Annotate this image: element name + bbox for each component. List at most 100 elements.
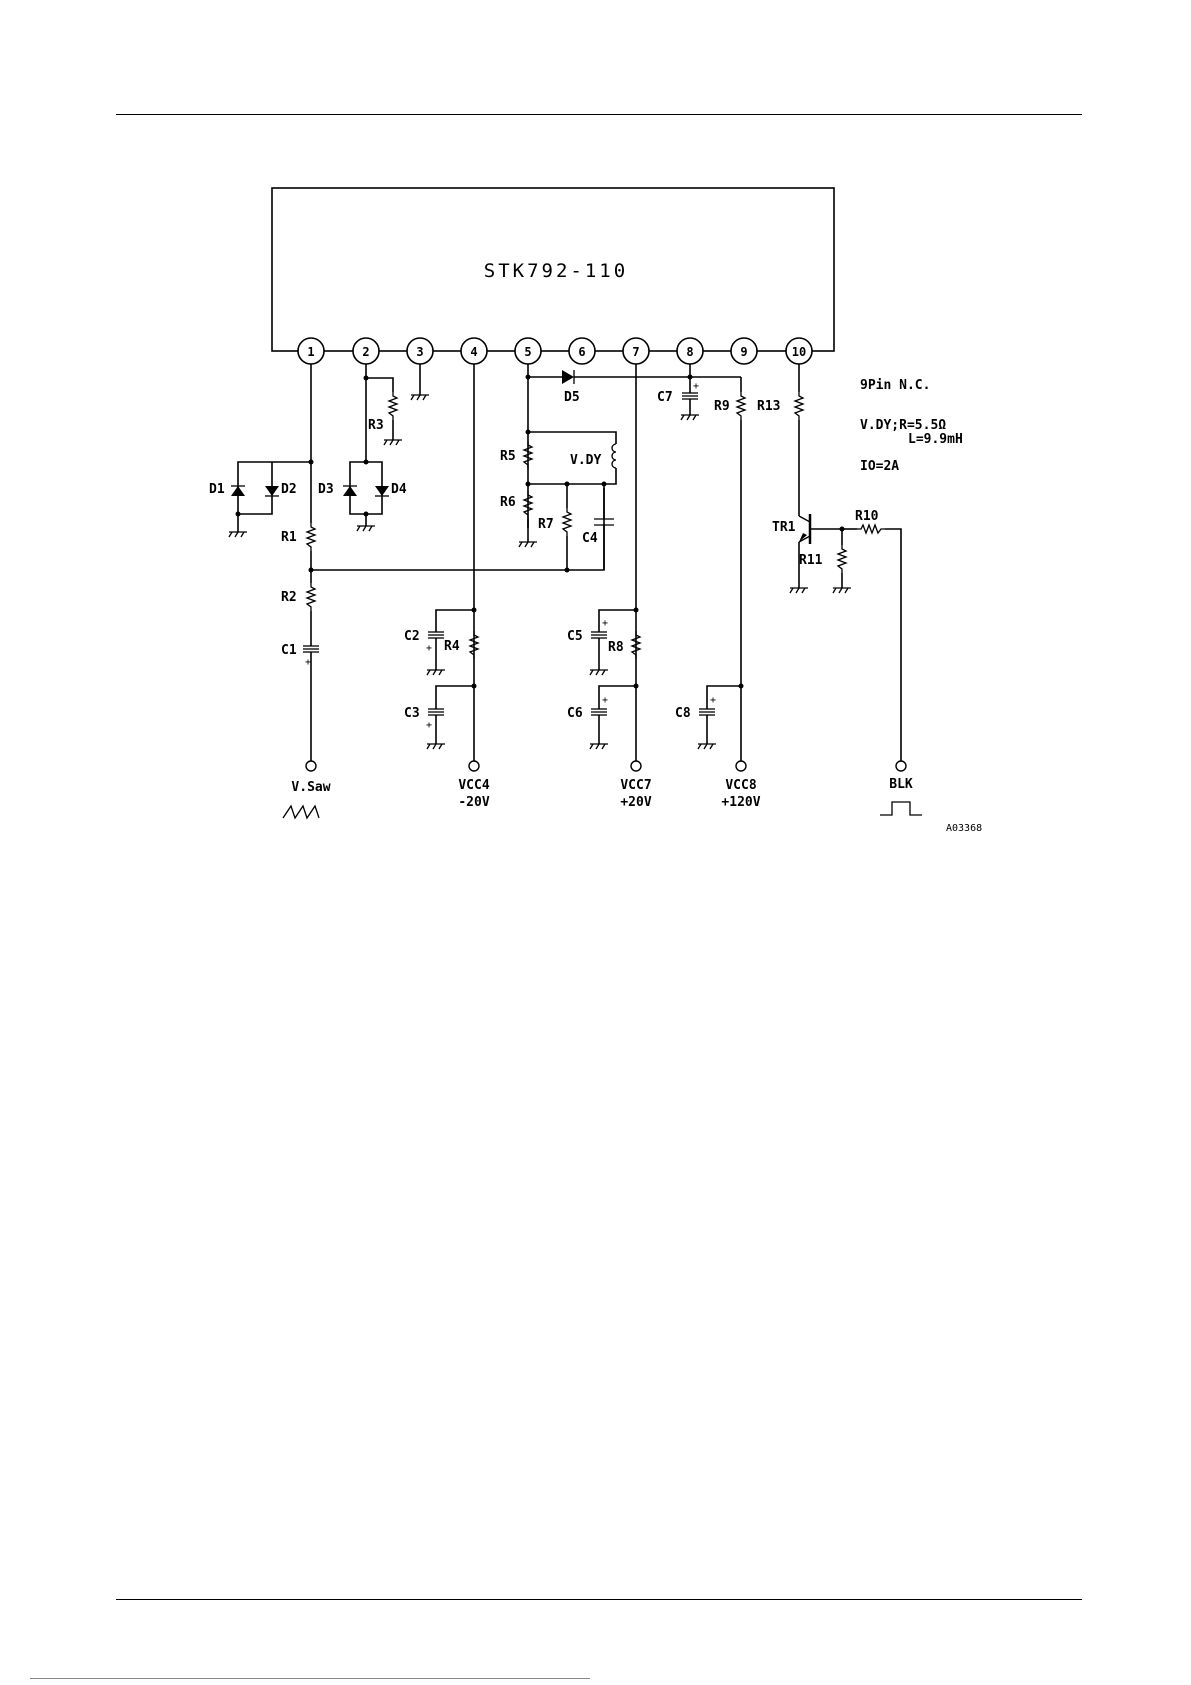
capacitor-c1 <box>303 646 319 652</box>
label-c7: C7 <box>657 390 673 405</box>
pin-2-label: 2 <box>362 345 369 359</box>
resistor-r2 <box>307 583 315 611</box>
svg-text:+: + <box>693 381 699 392</box>
label-c2: C2 <box>404 629 420 644</box>
capacitor-c8 <box>699 709 715 715</box>
capacitor-c3 <box>428 709 444 715</box>
terminal-vcc7 <box>631 761 641 771</box>
label-r6: R6 <box>500 495 516 510</box>
pin-8-label: 8 <box>686 345 693 359</box>
label-r7: R7 <box>538 517 554 532</box>
label-vdy: V.DY <box>570 453 601 468</box>
label-d4: D4 <box>391 482 407 497</box>
pin-6: 6 <box>569 338 595 364</box>
svg-text:+: + <box>710 695 716 706</box>
label-vcc4-voltage: -20V <box>458 795 489 810</box>
resistor-r11 <box>838 545 846 573</box>
resistor-r13 <box>795 392 803 420</box>
pin-8: 8 <box>677 338 703 364</box>
label-r9: R9 <box>714 399 730 414</box>
label-vsaw: V.Saw <box>291 780 330 795</box>
label-tr1: TR1 <box>772 520 796 535</box>
terminal-vcc8 <box>736 761 746 771</box>
capacitor-c6 <box>591 709 607 715</box>
capacitor-c5 <box>591 632 607 638</box>
note-io: IO=2A <box>860 459 899 474</box>
resistor-r4 <box>470 631 478 659</box>
diode-d1 <box>231 486 245 496</box>
note-vdy-l: L=9.9mH <box>908 432 963 447</box>
resistor-r1 <box>307 523 315 551</box>
label-r5: R5 <box>500 449 516 464</box>
note-nc: 9Pin N.C. <box>860 378 930 393</box>
label-c6: C6 <box>567 706 583 721</box>
coil-vdy <box>612 444 616 468</box>
label-r8: R8 <box>608 640 624 655</box>
label-c1: C1 <box>281 643 297 658</box>
label-d5: D5 <box>564 390 580 405</box>
pin-3: 3 <box>407 338 433 364</box>
pin-7-label: 7 <box>632 345 639 359</box>
figure-id: A03368 <box>946 823 982 834</box>
note-vdy-r: V.DY;R=5.5Ω <box>860 418 946 433</box>
pin-9: 9 <box>731 338 757 364</box>
diode-d2 <box>265 486 279 496</box>
pulse-waveform-icon <box>880 802 922 815</box>
pin-10-label: 10 <box>792 345 806 359</box>
label-c4: C4 <box>582 531 598 546</box>
pin-9-label: 9 <box>740 345 747 359</box>
label-r13: R13 <box>757 399 780 414</box>
pin-2: 2 <box>353 338 379 364</box>
terminal-vsaw <box>306 761 316 771</box>
svg-text:+: + <box>602 695 608 706</box>
label-r1: R1 <box>281 530 297 545</box>
resistor-r7 <box>563 508 571 536</box>
label-vcc7-voltage: +20V <box>620 795 651 810</box>
label-r3: R3 <box>368 418 384 433</box>
svg-text:+: + <box>305 657 311 668</box>
pin-5: 5 <box>515 338 541 364</box>
svg-text:+: + <box>426 643 432 654</box>
label-r4: R4 <box>444 639 460 654</box>
pin-6-label: 6 <box>578 345 585 359</box>
diode-d3 <box>343 486 357 496</box>
resistor-r6 <box>524 491 532 519</box>
label-vcc8-voltage: +120V <box>721 795 760 810</box>
resistor-r9 <box>737 392 745 420</box>
capacitor-c7 <box>682 393 698 399</box>
label-blk: BLK <box>889 777 913 792</box>
ic-name: STK792-110 <box>484 260 628 282</box>
sawtooth-waveform-icon <box>283 806 319 818</box>
capacitor-c2 <box>428 632 444 638</box>
label-r11: R11 <box>799 553 823 568</box>
label-r10: R10 <box>855 509 879 524</box>
label-c3: C3 <box>404 706 420 721</box>
pin-3-label: 3 <box>416 345 423 359</box>
terminal-vcc4 <box>469 761 479 771</box>
pin-4-label: 4 <box>470 345 477 359</box>
resistor-r5 <box>524 441 532 469</box>
pin-7: 7 <box>623 338 649 364</box>
pin-1-label: 1 <box>307 345 314 359</box>
label-vcc7: VCC7 <box>620 778 651 793</box>
diode-d5 <box>562 370 574 384</box>
diode-d4 <box>375 486 389 496</box>
label-vcc8: VCC8 <box>725 778 756 793</box>
label-vcc4: VCC4 <box>458 778 489 793</box>
resistor-r10 <box>857 525 885 533</box>
pin-5-label: 5 <box>524 345 531 359</box>
label-d3: D3 <box>318 482 334 497</box>
svg-text:+: + <box>426 720 432 731</box>
label-c8: C8 <box>675 706 691 721</box>
resistor-r3 <box>389 392 397 420</box>
label-c5: C5 <box>567 629 583 644</box>
pin-4: 4 <box>461 338 487 364</box>
label-d2: D2 <box>281 482 297 497</box>
label-d1: D1 <box>209 482 225 497</box>
label-r2: R2 <box>281 590 297 605</box>
svg-text:+: + <box>602 618 608 629</box>
terminal-blk <box>896 761 906 771</box>
pin-10: 10 <box>786 338 812 364</box>
pin-1: 1 <box>298 338 324 364</box>
